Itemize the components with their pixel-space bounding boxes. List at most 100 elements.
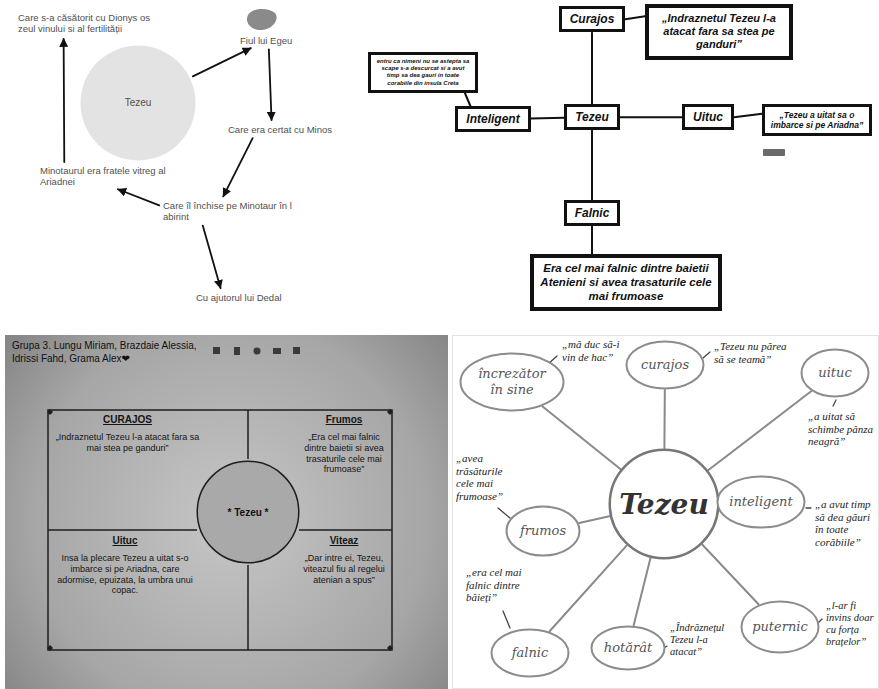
node-shape bbox=[592, 627, 665, 670]
arrow-connector bbox=[223, 138, 252, 196]
corner-mark bbox=[47, 645, 53, 651]
node-shape bbox=[461, 354, 564, 411]
toolbar-icon bbox=[293, 347, 300, 354]
trait-box: Falnic bbox=[564, 200, 621, 226]
node-shape bbox=[507, 507, 580, 556]
link-line bbox=[591, 32, 593, 104]
quote-note: „a avut timp să dea găuri în toate corăb… bbox=[815, 498, 875, 549]
quote-note: „Tezeu nu părea să se teamă” bbox=[714, 340, 798, 365]
corner-mark bbox=[387, 645, 393, 651]
node-body: „Dar intre ei, Tezeu, viteazul fiu al re… bbox=[300, 553, 388, 585]
node-text: puternic bbox=[752, 619, 808, 635]
node-text: inteligent bbox=[729, 494, 792, 510]
quadrant-cell: UitucInsa la plecare Tezeu a uitat s-o i… bbox=[55, 535, 195, 596]
toolbar-icons bbox=[213, 347, 300, 355]
node-text: Cu ajutorul lui Dedal bbox=[196, 292, 282, 303]
paper-sheet bbox=[453, 336, 879, 689]
toolbar-icon bbox=[234, 347, 240, 355]
idea-bubble: puternic bbox=[740, 600, 820, 654]
node-text: curajos bbox=[641, 357, 689, 373]
frame-divider bbox=[48, 529, 197, 531]
trait-box: Curajos bbox=[559, 6, 626, 32]
node-text: Care era certat cu Minos bbox=[228, 124, 332, 135]
node-text: Care s-a căsătorit cu Dionys os zeul vin… bbox=[18, 12, 170, 35]
node-text: Uituc bbox=[693, 110, 723, 124]
node-content: „Indraznetul Tezeu l-a atacat fara sa st… bbox=[655, 12, 783, 52]
node-content: curajos bbox=[625, 340, 705, 390]
node-content: Fiul lui Egeu bbox=[240, 35, 292, 46]
concept-text: Minotaurul era fratele vitreg al Ariadne… bbox=[40, 165, 175, 188]
node-shape bbox=[742, 602, 819, 653]
grey-blob bbox=[247, 9, 277, 30]
idea-bubble: încrezător în sine bbox=[459, 352, 565, 412]
node-text: Minotaurul era fratele vitreg al Ariadne… bbox=[40, 165, 175, 188]
link-line bbox=[663, 390, 665, 448]
center-circle: Tezeu bbox=[80, 45, 196, 161]
idea-bubble: falnic bbox=[490, 628, 570, 678]
idea-bubble: hotărât bbox=[590, 625, 666, 671]
center-bubble: Tezeu bbox=[608, 448, 720, 560]
node-body: „Era cel mai falnic dintre baietii si av… bbox=[300, 432, 388, 475]
node-text: hotărât bbox=[604, 640, 652, 656]
node-content: UitucInsa la plecare Tezeu a uitat s-o i… bbox=[55, 535, 195, 596]
center-circle: * Tezeu * bbox=[196, 460, 300, 564]
center-box: Tezeu bbox=[564, 104, 620, 130]
concept-text: Cu ajutorul lui Dedal bbox=[196, 292, 282, 303]
node-text: „Tezeu a uitat sa o imbarce si pe Ariadn… bbox=[770, 110, 864, 130]
quadrant-cell: Viteaz„Dar intre ei, Tezeu, viteazul fiu… bbox=[300, 535, 388, 585]
node-content: Viteaz„Dar intre ei, Tezeu, viteazul fiu… bbox=[300, 535, 388, 585]
node-text: frumos bbox=[520, 523, 566, 539]
link-line bbox=[708, 391, 811, 470]
arrow-connector bbox=[269, 49, 272, 120]
toolbar-icon bbox=[254, 348, 261, 355]
node-content: Care s-a căsătorit cu Dionys os zeul vin… bbox=[18, 12, 170, 35]
node-content: puternic bbox=[740, 600, 820, 654]
link-line bbox=[531, 117, 565, 120]
quote-box: „Indraznetul Tezeu l-a atacat fara sa st… bbox=[645, 4, 793, 60]
frame-border bbox=[48, 410, 392, 650]
trait-box: Uituc bbox=[682, 104, 734, 130]
node-content: Falnic bbox=[575, 206, 610, 220]
idea-bubble: uituc bbox=[800, 348, 870, 398]
node-content: Care îl închise pe Minotaur în l abirint bbox=[163, 200, 293, 223]
node-text: Falnic bbox=[575, 206, 610, 220]
node-content: hotărât bbox=[590, 625, 666, 671]
node-content: Inteligent bbox=[466, 112, 519, 126]
arrow-connector bbox=[63, 39, 65, 162]
node-shape bbox=[627, 342, 704, 389]
quote-note: „avea trăsăturile cele mai frumoase” bbox=[456, 452, 512, 503]
node-content: încrezător în sine bbox=[459, 352, 565, 412]
node-shape bbox=[197, 461, 299, 563]
node-text: Inteligent bbox=[466, 112, 519, 126]
arrow-connector bbox=[118, 189, 159, 205]
photo-screen bbox=[5, 335, 448, 689]
arrow-connector bbox=[203, 226, 221, 288]
quote-note: „mă duc să-i vin de hac” bbox=[562, 338, 620, 363]
node-text: Fiul lui Egeu bbox=[240, 35, 292, 46]
quadrant-cell: Frumos„Era cel mai falnic dintre baietii… bbox=[300, 414, 388, 475]
link-line bbox=[620, 116, 682, 118]
link-line bbox=[634, 558, 651, 625]
toolbar-icon bbox=[273, 348, 281, 354]
node-shape bbox=[81, 46, 196, 161]
node-text: încrezător în sine bbox=[472, 366, 552, 397]
link-line bbox=[591, 226, 593, 254]
node-shape bbox=[718, 477, 805, 528]
toolbar-icon bbox=[213, 347, 220, 354]
node-text: Care îl închise pe Minotaur în l abirint bbox=[163, 200, 293, 223]
leader-line bbox=[503, 611, 510, 628]
node-content: Tezeu bbox=[575, 110, 609, 124]
quote-box: Era cel mai falnic dintre baietii Atenie… bbox=[530, 254, 722, 311]
link-line bbox=[625, 16, 645, 19]
quote-box: entru ca nimeni nu se astepta sa scape s… bbox=[368, 52, 478, 93]
quadrant-cell: CURAJOS„Indraznetul Tezeu l-a atacat far… bbox=[55, 414, 200, 454]
quote-note: „a uitat să schimbe pânza neagră” bbox=[808, 410, 874, 448]
idea-bubble: inteligent bbox=[716, 475, 806, 529]
node-text: Tezeu bbox=[619, 488, 709, 521]
node-text: Tezeu bbox=[125, 97, 152, 109]
node-content: Uituc bbox=[693, 110, 723, 124]
frame-divider bbox=[247, 565, 249, 650]
concept-text: Care era certat cu Minos bbox=[228, 124, 332, 135]
frame-divider bbox=[247, 410, 249, 459]
